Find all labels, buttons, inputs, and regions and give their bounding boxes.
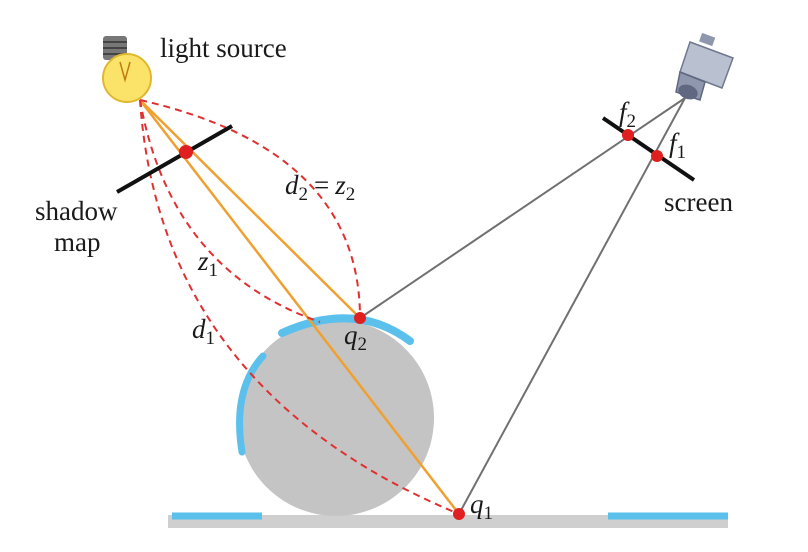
light-bulb-icon xyxy=(102,36,152,103)
sphere xyxy=(238,320,434,516)
camera-icon xyxy=(675,32,734,101)
q1-label: q1 xyxy=(470,489,493,524)
shadow-map-label-line2: map xyxy=(54,227,101,257)
screen-plane xyxy=(601,116,696,182)
shadow-map-plane xyxy=(116,124,233,194)
d2-equals-z2-label: d2=z2 xyxy=(285,170,355,205)
d1-label: d1 xyxy=(192,314,215,349)
sphere-lit-top xyxy=(278,314,414,345)
f2-label: f2 xyxy=(619,97,636,132)
shadow-map-label-line1: shadow xyxy=(35,196,118,226)
point-q1 xyxy=(453,508,465,520)
sphere-lit-left xyxy=(236,352,267,456)
dashed-arc-d2 xyxy=(139,99,361,319)
screen-point-f2 xyxy=(622,129,634,141)
f1-label: f1 xyxy=(669,128,686,163)
light-ray-q1 xyxy=(139,99,460,515)
shadow-map-point xyxy=(179,145,193,159)
light-ray-q2 xyxy=(139,99,361,319)
z1-label: z1 xyxy=(197,246,218,281)
dashed-arc-d1 xyxy=(139,99,460,515)
q2-label: q2 xyxy=(344,320,367,355)
ground-plane xyxy=(168,515,728,528)
camera-ray-q1 xyxy=(458,97,686,515)
screen-label: screen xyxy=(664,187,733,217)
light-source-label: light source xyxy=(160,33,287,63)
camera-ray-q2 xyxy=(359,97,686,319)
point-q2 xyxy=(354,312,366,324)
screen-point-f1 xyxy=(651,150,663,162)
